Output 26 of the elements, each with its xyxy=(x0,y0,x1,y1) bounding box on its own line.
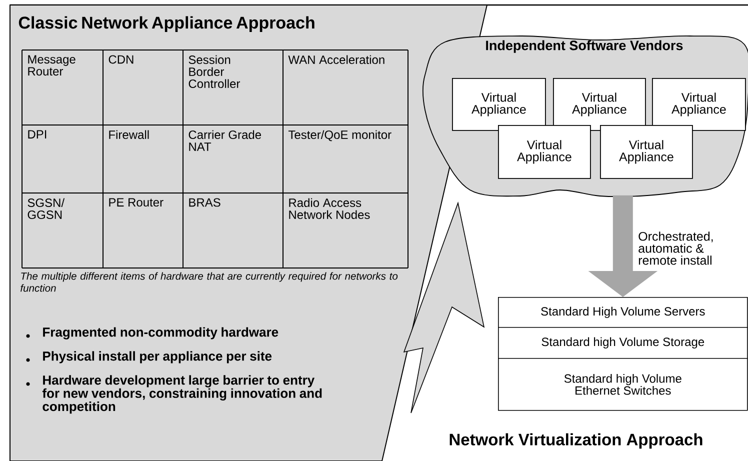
hardware-box: Standard High Volume Servers xyxy=(498,297,748,328)
hardware-box: Standard high Volume Ethernet Switches xyxy=(498,358,748,411)
appliance-box: Virtual Appliance xyxy=(652,78,746,131)
table-cell: WAN Acceleration xyxy=(288,55,384,64)
appliance-box: Virtual Appliance xyxy=(452,78,546,131)
table-cell: Radio Access Network Nodes xyxy=(289,198,370,219)
table-cell: BRAS xyxy=(189,198,220,207)
table-cell: Message Router xyxy=(28,55,76,76)
table-cell: Firewall xyxy=(109,130,149,139)
table-cell: Tester/QoE monitor xyxy=(288,130,392,142)
table-cell: Carrier Grade NAT xyxy=(188,130,261,151)
appliance-box: Virtual Appliance xyxy=(553,78,646,131)
appliance-box: Virtual Appliance xyxy=(600,125,693,179)
hardware-box: Standard high Volume Storage xyxy=(498,327,748,359)
table-cell: PE Router xyxy=(109,198,164,207)
table-cell: SGSN/ GGSN xyxy=(28,198,65,219)
table-cell: CDN xyxy=(108,55,134,64)
node-label: Independent Software Vendors xyxy=(486,40,683,53)
bullet-point: Hardware development large barrier to entry for new vendors, constraining innovation and competition xyxy=(26,375,322,414)
bullet-point: Physical install per appliance per site xyxy=(26,351,272,364)
appliance-box: Virtual Appliance xyxy=(498,125,591,179)
edge-label: Orchestrated, automatic & remote install xyxy=(638,232,713,265)
table-cell: DPI xyxy=(28,130,46,138)
bullet-point: Fragmented non-commodity hardware xyxy=(26,327,278,340)
table-cell: Session Border Controller xyxy=(188,55,240,88)
caption-note: The multiple different items of hardware that are currently required for networks to function xyxy=(20,272,398,292)
